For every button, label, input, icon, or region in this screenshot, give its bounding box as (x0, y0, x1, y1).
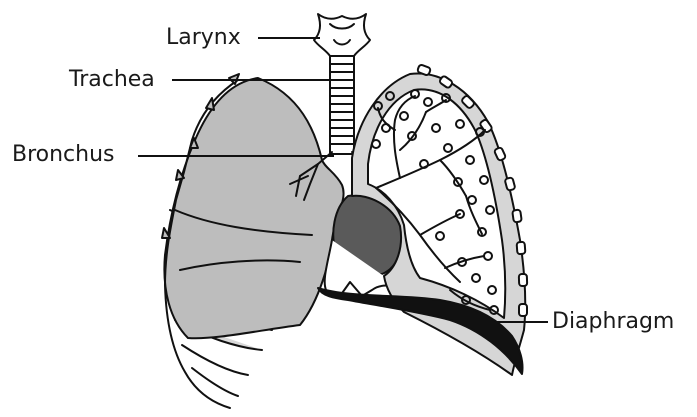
larynx-shape (314, 14, 370, 56)
label-trachea: Trachea (69, 69, 155, 91)
rib (192, 368, 238, 396)
label-bronchus: Bronchus (12, 144, 115, 166)
rib (182, 345, 248, 375)
label-larynx: Larynx (166, 27, 241, 49)
trachea-shape (330, 56, 354, 154)
left-lung (164, 78, 343, 338)
label-diaphragm: Diaphragm (552, 311, 674, 333)
rib-nub (206, 98, 214, 110)
